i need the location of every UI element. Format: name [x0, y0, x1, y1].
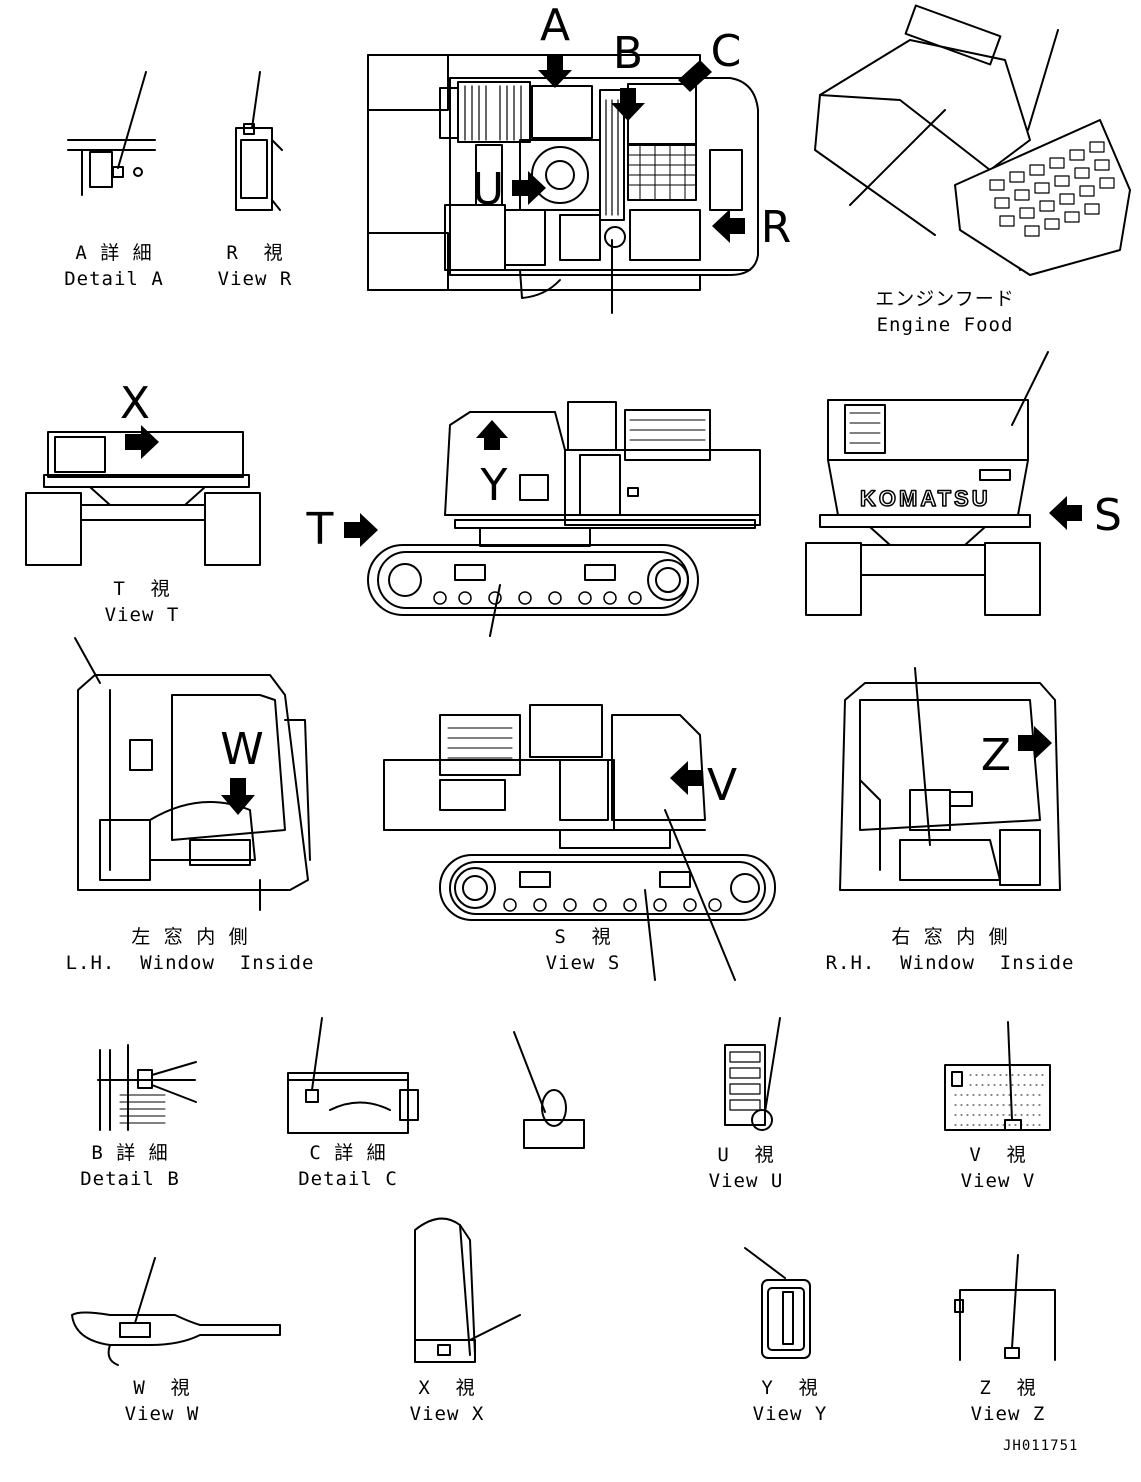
- caption-detail-a: A 詳 細 Detail A: [64, 240, 164, 292]
- arrow-u: [512, 171, 546, 205]
- caption-view-z: Z 視 View Z: [971, 1375, 1046, 1427]
- caption-en: L.H. Window Inside: [65, 952, 315, 974]
- view-r-drawing: [235, 71, 283, 211]
- caption-en: Detail C: [298, 1168, 398, 1190]
- caption-view-v: V 視 View V: [961, 1142, 1036, 1194]
- caption-en: View X: [409, 1403, 485, 1425]
- caption-jp: V 視: [969, 1144, 1027, 1166]
- arrow-w: [221, 778, 255, 815]
- rh-window-drawing: [839, 667, 1061, 891]
- caption-jp: 右 窓 内 側: [891, 926, 1009, 948]
- arrow-y: [476, 420, 508, 450]
- arrow-b: [611, 88, 645, 121]
- engine-hood-drawing: [814, 4, 1131, 276]
- right-side-view-drawing: [383, 704, 776, 981]
- arrow-z: [1018, 726, 1052, 760]
- caption-jp: 左 窓 内 側: [131, 926, 249, 948]
- view-z-drawing: [954, 1254, 1056, 1361]
- caption-en: Detail B: [80, 1168, 180, 1190]
- caption-en: Detail A: [64, 268, 164, 290]
- caption-jp: R 視: [226, 242, 284, 264]
- caption-jp: Z 視: [979, 1377, 1037, 1399]
- caption-en: R.H. Window Inside: [825, 952, 1075, 974]
- arrow-v: [670, 761, 703, 795]
- view-arrows: [125, 55, 1082, 815]
- caption-jp: S 視: [554, 926, 612, 948]
- caption-en: View S: [545, 952, 621, 974]
- callout-u: U: [471, 164, 505, 215]
- view-u-drawing: [724, 1017, 781, 1131]
- view-v-drawing: [944, 1021, 1051, 1131]
- caption-en: View R: [217, 268, 293, 290]
- caption-en: View Z: [970, 1403, 1046, 1425]
- caption-jp: B 詳 細: [91, 1142, 169, 1164]
- callout-s: S: [1094, 490, 1122, 541]
- callout-v: V: [706, 760, 738, 811]
- callout-x: X: [119, 378, 151, 429]
- caption-en: View W: [124, 1403, 200, 1425]
- lh-window-drawing: [74, 637, 311, 911]
- arrow-c: [678, 60, 712, 92]
- caption-lh-window: 左 窓 内 側 L.H. Window Inside: [66, 924, 315, 976]
- arrow-t: [344, 513, 378, 547]
- left-side-view-drawing: [367, 401, 761, 637]
- caption-view-u: U 視 View U: [709, 1142, 784, 1194]
- caption-jp: Y 視: [761, 1377, 819, 1399]
- caption-en: Engine Food: [876, 314, 1014, 336]
- rear-view-drawing: [805, 351, 1049, 616]
- caption-en: View V: [960, 1170, 1036, 1192]
- detail-c-drawing: [287, 1017, 419, 1134]
- view-t-drawing: [25, 431, 261, 566]
- callout-y: Y: [480, 460, 508, 511]
- view-y-drawing: [744, 1247, 811, 1359]
- arrow-x: [125, 425, 159, 459]
- detail-b-drawing: [97, 1044, 197, 1131]
- caption-view-w: W 視 View W: [125, 1375, 200, 1427]
- caption-detail-b: B 詳 細 Detail B: [80, 1140, 180, 1192]
- caption-detail-c: C 詳 細 Detail C: [298, 1140, 398, 1192]
- caption-engine-hood: エンジンフード Engine Food: [875, 286, 1014, 338]
- callout-z: Z: [980, 730, 1012, 781]
- caption-jp: A 詳 細: [75, 242, 153, 264]
- arrow-s: [1049, 496, 1082, 530]
- caption-rh-window: 右 窓 内 側 R.H. Window Inside: [826, 924, 1075, 976]
- plan-view-drawing: [367, 54, 759, 314]
- caption-jp: C 詳 細: [309, 1142, 387, 1164]
- callout-a: A: [539, 0, 571, 51]
- detail-a-drawing: [67, 71, 156, 196]
- caption-view-t: T 視 View T: [105, 576, 180, 628]
- caption-view-x: X 視 View X: [410, 1375, 485, 1427]
- callout-r: R: [760, 202, 792, 253]
- arrow-a: [538, 55, 572, 88]
- caption-jp: T 視: [113, 578, 171, 600]
- callout-c: C: [710, 26, 742, 77]
- caption-en: View T: [104, 604, 180, 626]
- arrow-r: [712, 209, 745, 243]
- callout-b: B: [612, 28, 644, 79]
- caption-jp: U 視: [717, 1144, 775, 1166]
- caption-jp: X 視: [418, 1377, 476, 1399]
- callout-t: T: [306, 504, 334, 555]
- caption-en: View U: [708, 1170, 784, 1192]
- caption-jp: エンジンフード: [875, 288, 1015, 310]
- view-w-drawing: [71, 1257, 281, 1366]
- caption-en: View Y: [752, 1403, 828, 1425]
- drawing-code: JH011751: [1003, 1438, 1079, 1454]
- caption-view-r: R 視 View R: [218, 240, 293, 292]
- callout-w: W: [220, 724, 264, 775]
- caption-jp: W 視: [133, 1377, 191, 1399]
- view-x-drawing: [414, 1217, 521, 1363]
- caption-view-y: Y 視 View Y: [753, 1375, 828, 1427]
- brand-logo: KOMATSU: [860, 486, 991, 511]
- tag-drawing: [513, 1031, 585, 1149]
- caption-view-s: S 視 View S: [546, 924, 621, 976]
